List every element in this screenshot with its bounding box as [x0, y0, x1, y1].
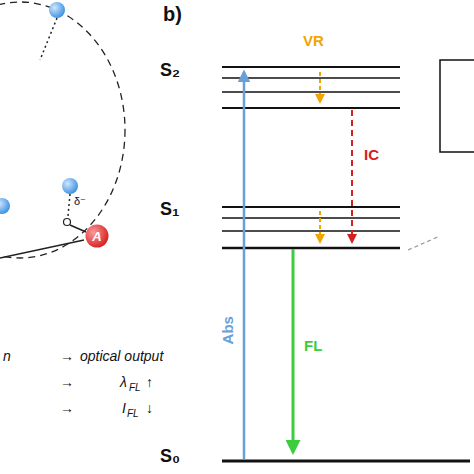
process-label: FL — [304, 338, 322, 355]
arrow-symbol: ↓ — [146, 401, 153, 416]
charge-label: δ⁻ — [74, 195, 86, 207]
arrow-symbol: → — [60, 401, 74, 416]
note-text: optical output — [80, 349, 163, 364]
atom-circle: A — [85, 224, 109, 248]
symbol: λ — [120, 375, 127, 390]
process-label: VR — [303, 33, 324, 50]
atom-symbol: A — [92, 229, 101, 244]
state-label: S₁ — [160, 200, 179, 220]
state-label: S₂ — [160, 61, 180, 81]
symbol: I — [122, 401, 126, 416]
subscript: FL — [129, 382, 141, 393]
process-label: IC — [364, 147, 379, 164]
state-label: S₀ — [160, 447, 180, 467]
arrow-symbol: → — [60, 349, 74, 364]
note-text: n — [3, 349, 11, 364]
subscript: FL — [127, 408, 139, 419]
process-label: Abs — [220, 316, 237, 344]
arrow-symbol: → — [60, 375, 74, 390]
panel-letter: b) — [163, 3, 182, 25]
arrow-symbol: ↑ — [146, 375, 153, 390]
